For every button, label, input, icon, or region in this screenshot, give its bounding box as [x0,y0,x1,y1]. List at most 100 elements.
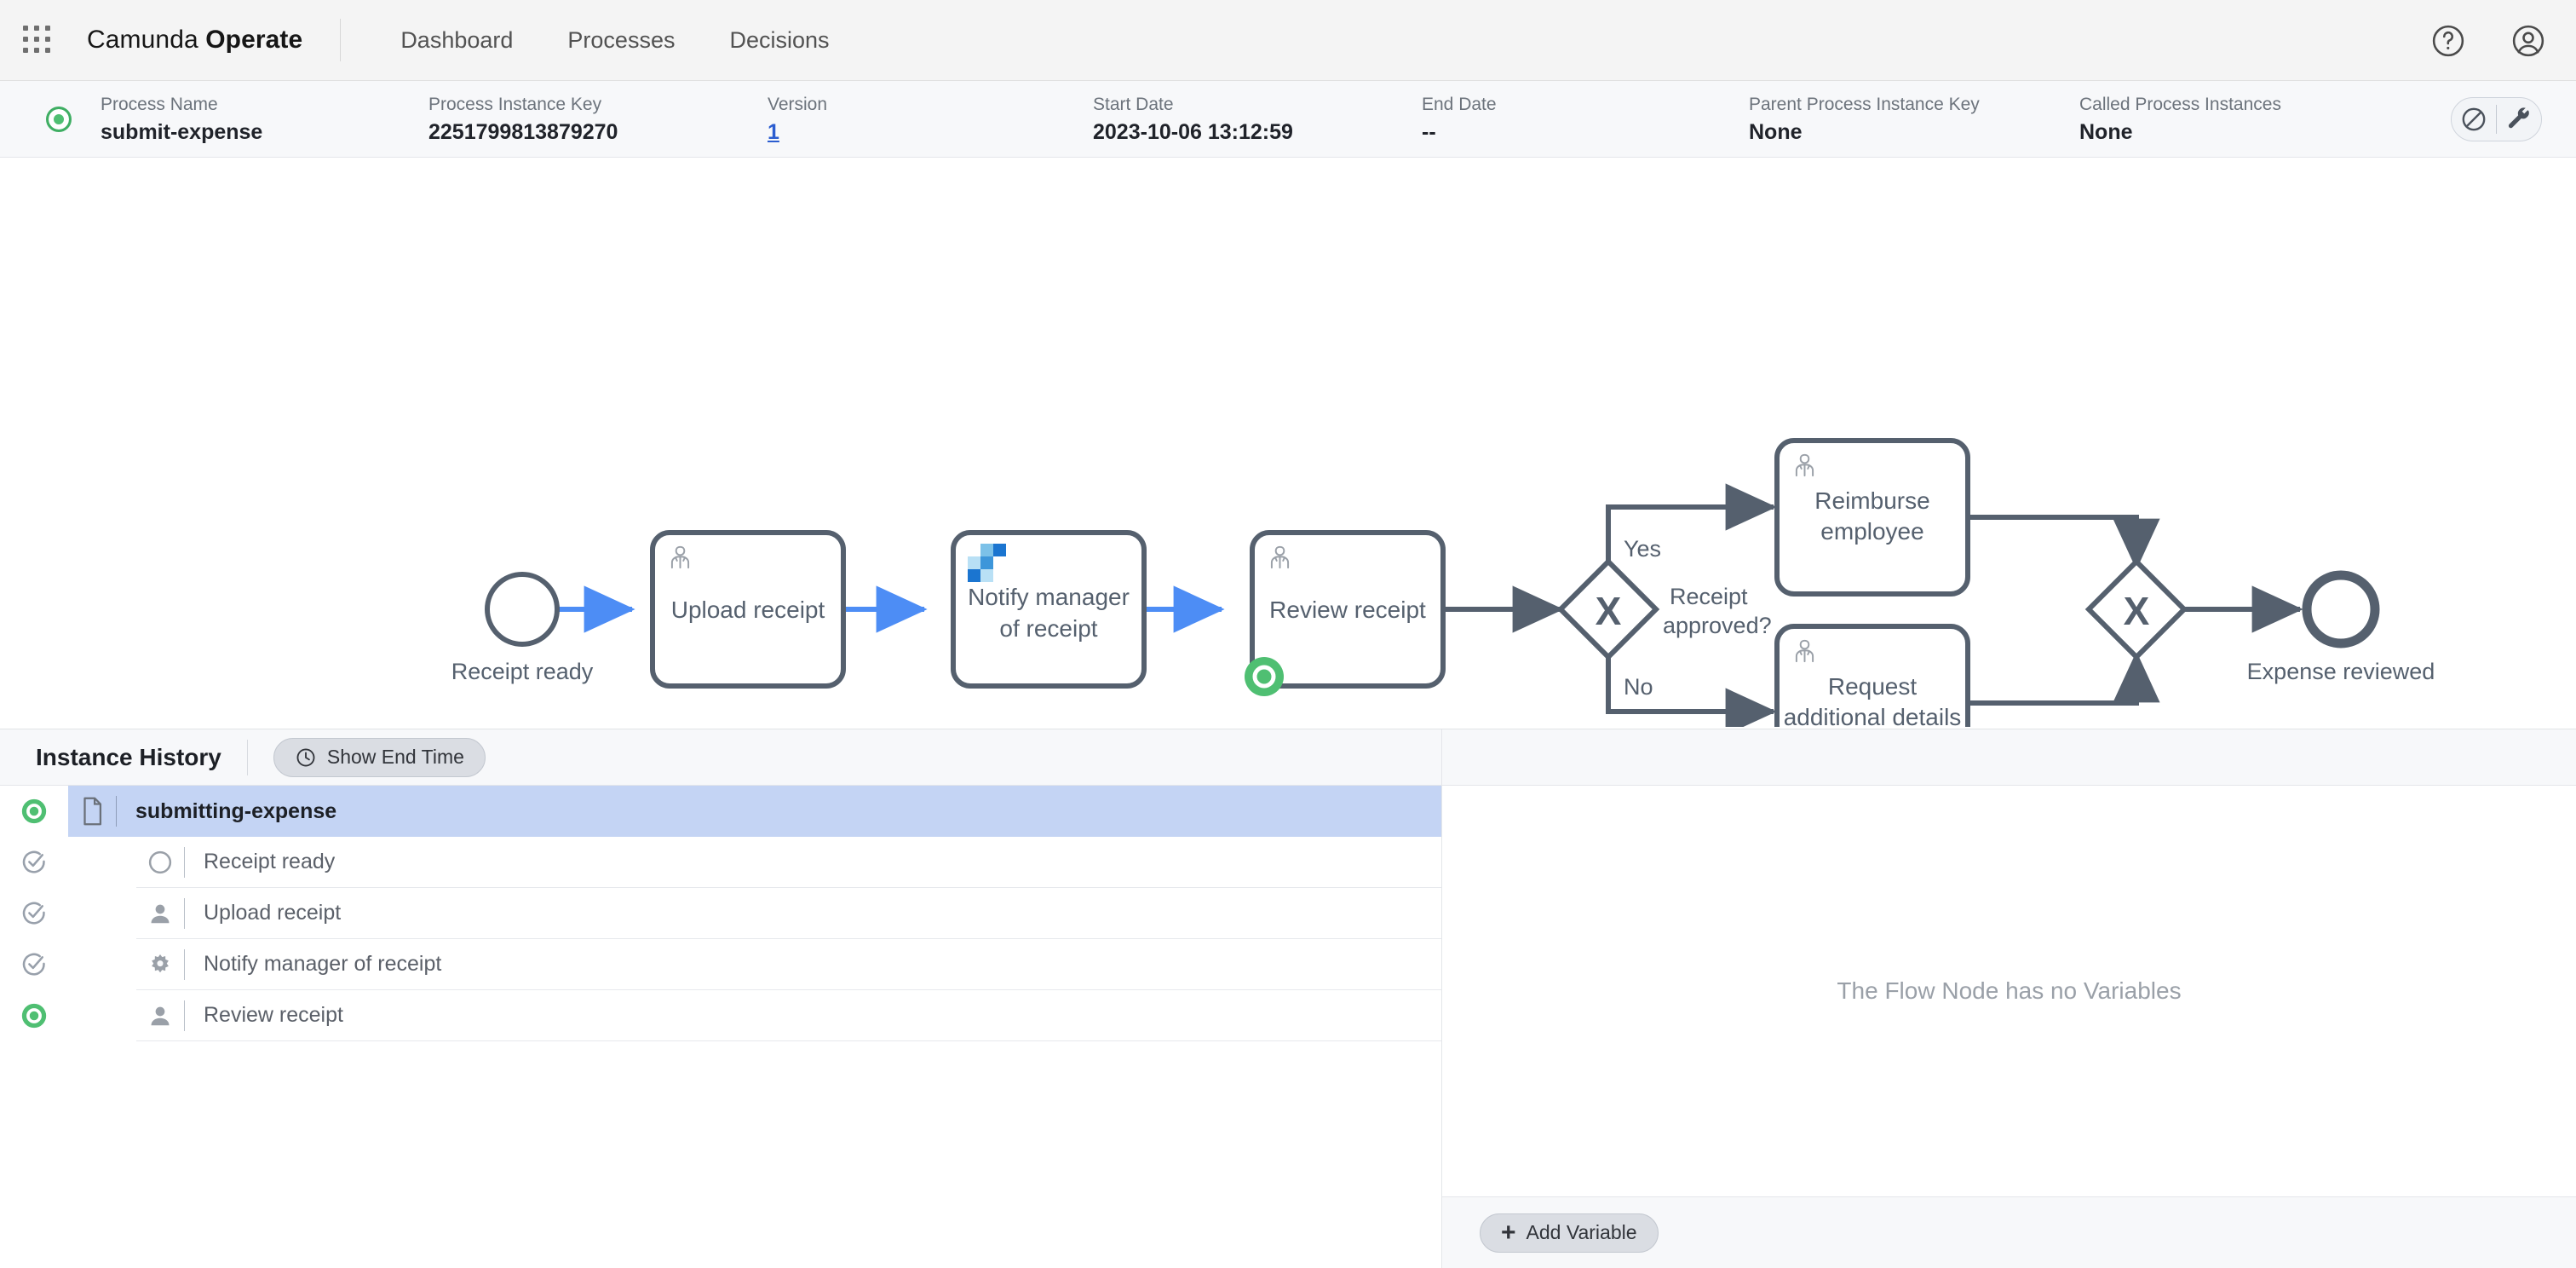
bpmn-label-notify-manager-line2: of receipt [999,615,1097,642]
show-end-time-label: Show End Time [326,746,464,768]
wrench-icon [2508,107,2529,128]
process-instance-key-label: Process Instance Key [428,95,602,114]
variables-panel-header [1442,729,2576,785]
bpmn-node-request-additional-details[interactable]: Request additional details [1774,624,1970,727]
instance-history-title: Instance History [36,743,221,770]
end-date-label: End Date [1422,95,1497,114]
brand-prefix: Camunda [87,26,206,54]
variables-footer: + Add Variable [1442,1196,2576,1268]
gear-icon [136,952,184,977]
apps-grid-icon[interactable] [19,21,56,59]
variables-empty-state: The Flow Node has no Variables [1442,786,2576,1196]
start-date-label: Start Date [1093,95,1174,114]
bpmn-label-upload-receipt: Upload receipt [671,597,825,623]
end-date-value: -- [1422,120,1436,145]
history-row-upload-receipt[interactable]: Upload receipt [0,888,1441,939]
row-divider [184,948,185,980]
action-divider [2496,104,2497,134]
bottom-panels: Instance History Show End Time [0,729,2576,1268]
bpmn-label-reimburse-line1: Reimburse [1814,487,1929,514]
start-event-icon [136,850,184,875]
bpmn-svg: Receipt ready Upload receipt [451,438,2435,727]
bpmn-node-notify-manager-of-receipt[interactable]: Notify manager of receipt [951,530,1147,689]
parent-process-instance-key-field: Parent Process Instance Key None [1749,94,2079,147]
process-name-value: submit-expense [101,120,263,145]
process-name-label: Process Name [101,95,218,114]
cancel-instance-button[interactable] [2452,98,2496,141]
bpmn-label-receipt-ready: Receipt ready [451,659,594,684]
bpmn-node-review-receipt[interactable]: Review receipt [1245,530,1446,696]
help-circle-icon[interactable] [2429,22,2467,60]
user-task-icon [1795,453,1814,477]
process-name-field: Process Name submit-expense [101,94,428,147]
top-navigation-actions [2429,0,2547,81]
start-date-value: 2023-10-06 13:12:59 [1093,120,1293,145]
status-active-icon [0,1001,68,1030]
version-label: Version [768,95,828,114]
show-end-time-button[interactable]: Show End Time [273,737,486,777]
parent-process-instance-key-value: None [1749,120,1803,145]
bpmn-node-expense-reviewed[interactable]: Expense reviewed [2247,570,2435,684]
history-label-submitting-expense: submitting-expense [135,798,337,823]
user-avatar-icon[interactable] [2510,22,2547,60]
modify-instance-button[interactable] [2497,98,2541,141]
variables-empty-message: The Flow Node has no Variables [1837,977,2182,1004]
history-label-upload-receipt: Upload receipt [204,901,342,925]
bpmn-node-receipt-ready[interactable]: Receipt ready [451,572,594,684]
row-divider [116,796,117,827]
status-completed-icon [0,900,68,927]
gateway-x-icon: X [2124,589,2150,633]
history-label-notify-manager: Notify manager of receipt [204,952,442,976]
history-row-submitting-expense[interactable]: submitting-expense [0,786,1441,837]
nav-decisions[interactable]: Decisions [729,26,830,53]
user-task-icon [1795,639,1814,663]
bpmn-label-receipt-approved-line2: approved? [1663,613,1772,638]
bottom-panel-body: submitting-expense Receipt rea [0,786,2576,1268]
top-navigation-bar: Camunda Operate Dashboard Processes Deci… [0,0,2576,81]
bpmn-label-review-receipt: Review receipt [1269,597,1426,623]
add-variable-button[interactable]: + Add Variable [1480,1213,1659,1253]
version-value-link[interactable]: 1 [768,120,779,145]
nav-links: Dashboard Processes Decisions [373,27,856,54]
flow-label-no: No [1624,674,1653,700]
circle-slash-icon [2462,107,2486,130]
bpmn-label-request-line2: additional details [1784,704,1962,727]
header-divider [246,739,248,775]
bpmn-label-expense-reviewed: Expense reviewed [2247,659,2435,684]
history-label-receipt-ready: Receipt ready [204,850,336,873]
status-completed-icon [0,951,68,978]
called-process-instances-label: Called Process Instances [2079,95,2281,114]
bpmn-node-receipt-approved[interactable]: X Receipt approved? Yes No [1556,536,1772,700]
nav-processes[interactable]: Processes [567,26,676,53]
bpmn-node-join-gateway[interactable]: X [2084,557,2188,661]
end-date-field: End Date -- [1422,94,1749,147]
connector-icon [968,544,1006,582]
row-divider [184,846,185,878]
history-row-receipt-ready[interactable]: Receipt ready [0,837,1441,888]
bottom-panel-headers: Instance History Show End Time [0,729,2576,786]
bpmn-diagram-canvas[interactable]: Receipt ready Upload receipt [0,158,2576,729]
app-brand[interactable]: Camunda Operate [87,26,302,55]
process-instance-key-field: Process Instance Key 2251799813879270 [428,94,768,147]
pending-sequence-flows [1443,483,2303,727]
user-task-icon [670,545,690,569]
user-task-icon [136,1003,184,1029]
instance-action-buttons [2451,96,2542,141]
status-active-icon [0,797,68,826]
instance-history-header: Instance History Show End Time [0,729,1442,785]
nav-divider [340,19,342,61]
status-completed-icon [0,849,68,876]
called-process-instances-field: Called Process Instances None [2079,94,2335,147]
bpmn-node-reimburse-employee[interactable]: Reimburse employee [1774,438,1970,597]
history-row-notify-manager[interactable]: Notify manager of receipt [0,939,1441,990]
variables-panel: The Flow Node has no Variables + Add Var… [1442,786,2576,1268]
history-row-review-receipt[interactable]: Review receipt [0,990,1441,1041]
brand-bold: Operate [205,26,303,54]
start-date-field: Start Date 2023-10-06 13:12:59 [1093,94,1422,147]
process-file-icon [68,797,116,826]
bpmn-node-upload-receipt[interactable]: Upload receipt [650,530,846,689]
nav-dashboard[interactable]: Dashboard [400,26,514,53]
active-instance-badge[interactable] [1245,657,1284,696]
add-variable-label: Add Variable [1526,1221,1637,1243]
